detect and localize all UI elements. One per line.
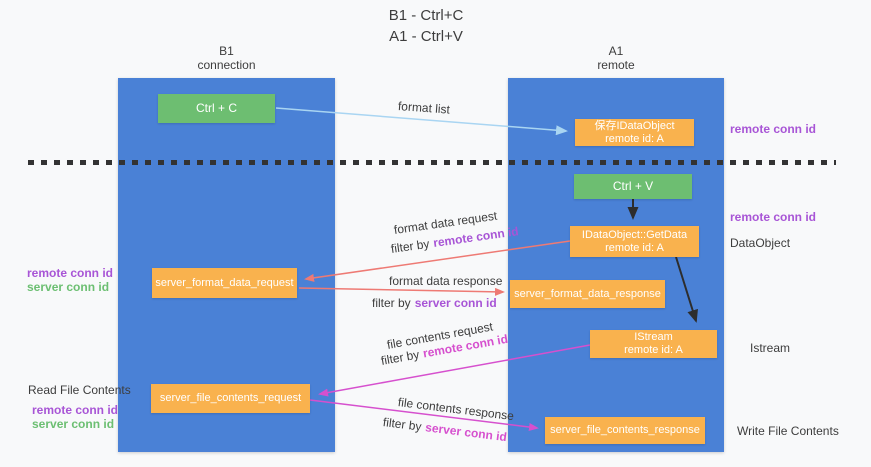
- server-file-contents-request-label: server_file_contents_request: [159, 392, 302, 404]
- copy-paste-separator-line: [28, 160, 836, 165]
- server-conn-id-annotation-left-1: server conn id: [27, 280, 110, 294]
- remote-conn-id-annotation-left-2: remote conn id: [32, 403, 119, 417]
- file-contents-response-arrow: [309, 399, 539, 431]
- server-file-contents-response-label: server_file_contents_response: [550, 424, 700, 436]
- save-dataobject-line2: remote id: A: [605, 132, 664, 145]
- getdata-to-istream-arrow: [675, 256, 698, 323]
- save-dataobject-node: 保存IDataObject remote id: A: [575, 119, 694, 146]
- getdata-node: IDataObject::GetData remote id: A: [570, 226, 699, 257]
- dataobject-annotation: DataObject: [730, 236, 791, 250]
- istream-line2: remote id: A: [624, 344, 683, 356]
- server-file-contents-response-node: server_file_contents_response: [545, 417, 705, 444]
- server-conn-id-text: server conn id: [414, 296, 497, 310]
- remote-conn-id-annotation-top: remote conn id: [730, 122, 817, 136]
- ctrl-c-label: Ctrl + C: [195, 101, 237, 115]
- filter-by-text: filter by: [372, 296, 411, 310]
- remote-conn-id-annotation-mid: remote conn id: [730, 210, 817, 224]
- server-format-data-response-node: server_format_data_response: [510, 280, 665, 308]
- server-file-contents-request-node: server_file_contents_request: [151, 384, 310, 413]
- ctrl-v-node: Ctrl + V: [574, 174, 692, 199]
- ctrl-c-node: Ctrl + C: [158, 94, 275, 123]
- getdata-line1: IDataObject::GetData: [581, 228, 688, 241]
- save-dataobject-line1: 保存IDataObject: [594, 119, 675, 132]
- server-format-data-request-node: server_format_data_request: [152, 268, 297, 298]
- format-data-request-arrow: [304, 240, 571, 282]
- server-format-data-request-label: server_format_data_request: [155, 276, 294, 289]
- remote-conn-id-annotation-left-1: remote conn id: [27, 266, 114, 280]
- write-file-contents-annotation: Write File Contents: [737, 424, 839, 438]
- server-conn-id-annotation-left-2: server conn id: [32, 417, 115, 431]
- title-line-1: B1 - Ctrl+C: [388, 7, 464, 24]
- getdata-line2: remote id: A: [605, 241, 664, 254]
- lifeline-b1-name: B1: [219, 44, 234, 58]
- ctrl-v-label: Ctrl + V: [612, 179, 654, 193]
- lifeline-a1-name: A1: [608, 44, 624, 58]
- server-format-data-response-label: server_format_data_response: [514, 287, 661, 300]
- format-list-arrow: [275, 107, 568, 136]
- istream-node: IStream remote id: A: [590, 330, 717, 358]
- title-line-2: A1 - Ctrl+V: [389, 28, 463, 45]
- lifeline-header-b1: B1 connection: [118, 44, 335, 72]
- read-file-contents-annotation: Read File Contents: [28, 383, 131, 397]
- lifeline-a1-role: remote: [597, 58, 635, 72]
- lifeline-b1-role: connection: [197, 58, 256, 72]
- format-data-response-label: format data response: [389, 274, 503, 288]
- lifeline-header-a1: A1 remote: [508, 44, 724, 72]
- file-contents-request-arrow: [318, 344, 591, 397]
- diagram-title: B1 - Ctrl+C A1 - Ctrl+V: [0, 5, 852, 47]
- istream-annotation: Istream: [750, 341, 791, 355]
- istream-line1: IStream: [634, 331, 673, 343]
- format-data-response-arrow: [298, 287, 505, 296]
